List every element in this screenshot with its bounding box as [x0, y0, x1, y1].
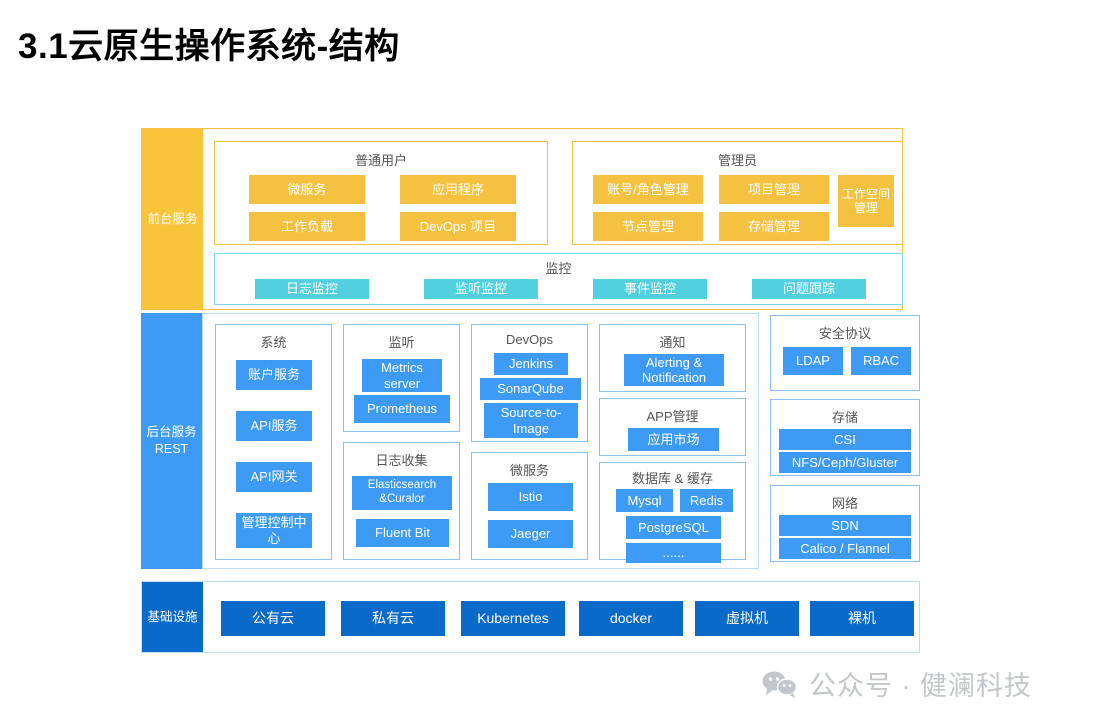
button-source-to-image[interactable]: Source-to-Image	[484, 403, 578, 438]
panel-listening-title: 监听	[388, 335, 415, 350]
front-office-sidebar-label: 前台服务	[142, 129, 203, 309]
watermark-text: 公众号 · 健澜科技	[809, 671, 1032, 701]
button-listener-monitoring[interactable]: 监听监控	[424, 279, 538, 299]
panel-system: 系统 账户服务 API服务 API网关 管理控制中心	[215, 324, 332, 560]
page-title: 3.1云原生操作系统-结构	[18, 27, 400, 66]
button-prometheus[interactable]: Prometheus	[354, 395, 450, 423]
button-issue-tracking[interactable]: 问题跟踪	[752, 279, 866, 299]
panel-administrator: 管理员 账号/角色管理 项目管理 工作空间管理 节点管理 存储管理	[572, 141, 903, 245]
back-office-main-container: 系统 账户服务 API服务 API网关 管理控制中心 监听 Metrics se…	[202, 313, 759, 569]
panel-system-title: 系统	[260, 335, 287, 350]
panel-network-title: 网络	[831, 496, 858, 511]
button-devops-project[interactable]: DevOps 项目	[400, 212, 516, 241]
panel-devops-title: DevOps	[506, 332, 553, 347]
panel-storage-title: 存储	[831, 410, 858, 425]
watermark: 公众号 · 健澜科技	[762, 664, 1032, 703]
button-nfs-ceph-gluster[interactable]: NFS/Ceph/Gluster	[779, 452, 911, 473]
button-elasticsearch-curalor[interactable]: Elasticsearch &Curalor	[352, 476, 452, 510]
button-storage-management[interactable]: 存储管理	[719, 212, 829, 241]
infrastructure-section: 基础设施 公有云 私有云 Kubernetes docker 虚拟机 裸机	[141, 581, 920, 653]
button-csi[interactable]: CSI	[779, 429, 911, 450]
panel-database-cache-title: 数据库 & 缓存	[632, 471, 713, 486]
panel-microservice-title: 微服务	[509, 463, 549, 478]
button-docker[interactable]: docker	[579, 601, 683, 636]
button-postgresql[interactable]: PostgreSQL	[626, 516, 721, 539]
button-fluent-bit[interactable]: Fluent Bit	[356, 519, 449, 547]
panel-notification-title: 通知	[659, 335, 686, 350]
panel-microservice: 微服务 Istio Jaeger	[471, 452, 588, 560]
panel-security-protocol-title: 安全协议	[818, 326, 871, 341]
button-metrics-server[interactable]: Metrics server	[362, 359, 442, 392]
button-api-gateway[interactable]: API网关	[236, 462, 312, 492]
button-account-role-management[interactable]: 账号/角色管理	[593, 175, 703, 204]
front-office-section: 前台服务 普通用户 微服务 应用程序 工作负载 DevOps 项目 管理员 账号…	[141, 128, 903, 310]
button-jenkins[interactable]: Jenkins	[494, 353, 568, 375]
panel-devops: DevOps Jenkins SonarQube Source-to-Image	[471, 324, 588, 442]
panel-ordinary-user-title: 普通用户	[354, 153, 407, 168]
panel-ordinary-user: 普通用户 微服务 应用程序 工作负载 DevOps 项目	[214, 141, 548, 245]
button-redis[interactable]: Redis	[680, 489, 733, 512]
button-rbac[interactable]: RBAC	[851, 347, 911, 375]
panel-security-protocol: 安全协议 LDAP RBAC	[770, 315, 920, 391]
back-office-sidebar-label: 后台服务 REST	[141, 313, 202, 569]
button-sonarqube[interactable]: SonarQube	[480, 378, 581, 400]
panel-storage: 存储 CSI NFS/Ceph/Gluster	[770, 399, 920, 476]
panel-listening: 监听 Metrics server Prometheus	[343, 324, 460, 432]
button-jaeger[interactable]: Jaeger	[488, 520, 573, 548]
button-public-cloud[interactable]: 公有云	[221, 601, 325, 636]
button-mysql[interactable]: Mysql	[616, 489, 673, 512]
button-api-service[interactable]: API服务	[236, 411, 312, 441]
button-management-console[interactable]: 管理控制中心	[236, 513, 312, 548]
panel-administrator-title: 管理员	[717, 153, 757, 168]
button-bare-metal[interactable]: 裸机	[810, 601, 914, 636]
button-app-store[interactable]: 应用市场	[628, 428, 719, 451]
button-workload[interactable]: 工作负载	[249, 212, 365, 241]
panel-monitoring: 监控 日志监控 监听监控 事件监控 问题跟踪	[214, 253, 903, 305]
button-ldap[interactable]: LDAP	[783, 347, 843, 375]
button-sdn[interactable]: SDN	[779, 515, 911, 536]
button-account-service[interactable]: 账户服务	[236, 360, 312, 390]
button-log-monitoring[interactable]: 日志监控	[255, 279, 369, 299]
button-alerting-notification[interactable]: Alerting & Notification	[624, 354, 724, 386]
panel-database-cache: 数据库 & 缓存 Mysql Redis PostgreSQL ......	[599, 462, 746, 563]
panel-network: 网络 SDN Calico / Flannel	[770, 485, 920, 562]
button-calico-flannel[interactable]: Calico / Flannel	[779, 538, 911, 559]
button-more-databases[interactable]: ......	[626, 543, 721, 563]
panel-app-management: APP管理 应用市场	[599, 398, 746, 456]
button-application[interactable]: 应用程序	[400, 175, 516, 204]
button-microservice[interactable]: 微服务	[249, 175, 365, 204]
button-virtual-machine[interactable]: 虚拟机	[695, 601, 799, 636]
panel-log-collection-title: 日志收集	[375, 453, 428, 468]
infrastructure-sidebar-label: 基础设施	[142, 582, 203, 652]
button-istio[interactable]: Istio	[488, 483, 573, 511]
panel-notification: 通知 Alerting & Notification	[599, 324, 746, 392]
button-workspace-management[interactable]: 工作空间管理	[838, 175, 894, 227]
panel-log-collection: 日志收集 Elasticsearch &Curalor Fluent Bit	[343, 442, 460, 560]
button-kubernetes[interactable]: Kubernetes	[461, 601, 565, 636]
panel-monitoring-title: 监控	[545, 261, 572, 276]
button-project-management[interactable]: 项目管理	[719, 175, 829, 204]
button-event-monitoring[interactable]: 事件监控	[593, 279, 707, 299]
button-private-cloud[interactable]: 私有云	[341, 601, 445, 636]
wechat-icon	[762, 670, 798, 698]
button-node-management[interactable]: 节点管理	[593, 212, 703, 241]
panel-app-management-title: APP管理	[646, 409, 699, 424]
back-office-section: 后台服务 REST 系统 账户服务 API服务 API网关 管理控制中心 监听 …	[141, 313, 920, 569]
